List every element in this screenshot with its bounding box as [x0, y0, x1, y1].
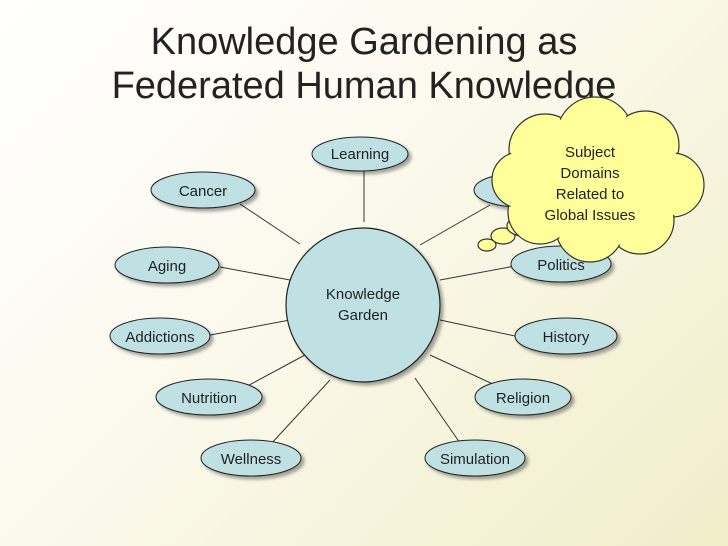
callout-line-2: Domains [560, 165, 619, 182]
node-addictions: Addictions [109, 317, 211, 355]
callout-line-3: Related to [556, 186, 624, 203]
title-line-1: Knowledge Gardening as [150, 21, 578, 63]
node-label-simulation: Simulation [440, 451, 510, 468]
node-cancer: Cancer [150, 171, 256, 209]
node-history: History [514, 317, 618, 355]
callout-line-4: Global Issues [545, 207, 636, 224]
connector-nutrition [239, 354, 306, 391]
node-learning: Learning [311, 136, 409, 172]
hub-label-line-1: Knowledge [326, 286, 400, 303]
connector-aging [219, 266, 291, 281]
node-label-politics: Politics [537, 257, 585, 274]
node-religion: Religion [474, 378, 572, 416]
connector-hidden-node [419, 204, 491, 246]
callout-line-1: Subject [565, 144, 616, 161]
connector-religion [429, 354, 496, 386]
node-label-history: History [543, 329, 590, 346]
connector-addictions [204, 319, 291, 337]
title-line-2: Federated Human Knowledge [111, 65, 617, 107]
node-simulation: Simulation [424, 439, 526, 477]
node-label-wellness: Wellness [221, 451, 282, 468]
connector-lines [204, 168, 516, 446]
node-label-religion: Religion [496, 390, 550, 407]
connector-politics [439, 265, 516, 281]
cloud-bubble-medium [490, 227, 516, 245]
node-label-addictions: Addictions [125, 329, 194, 346]
node-wellness: Wellness [200, 439, 302, 477]
callout-cloud: Subject Domains Related to Global Issues [477, 96, 705, 263]
node-label-learning: Learning [331, 146, 389, 163]
connector-history [439, 319, 516, 337]
node-label-cancer: Cancer [179, 183, 227, 200]
hub-label-line-2: Garden [338, 307, 388, 324]
connector-wellness [269, 379, 331, 446]
connector-simulation [414, 377, 461, 444]
node-label-aging: Aging [148, 258, 186, 275]
connector-cancer [239, 203, 301, 245]
node-label-nutrition: Nutrition [181, 390, 237, 407]
cloud-bubble-small [477, 238, 497, 252]
hub-node: Knowledge Garden [285, 227, 441, 383]
slide-title: Knowledge Gardening as Federated Human K… [0, 20, 728, 108]
node-nutrition: Nutrition [155, 378, 263, 416]
node-aging: Aging [114, 246, 220, 284]
